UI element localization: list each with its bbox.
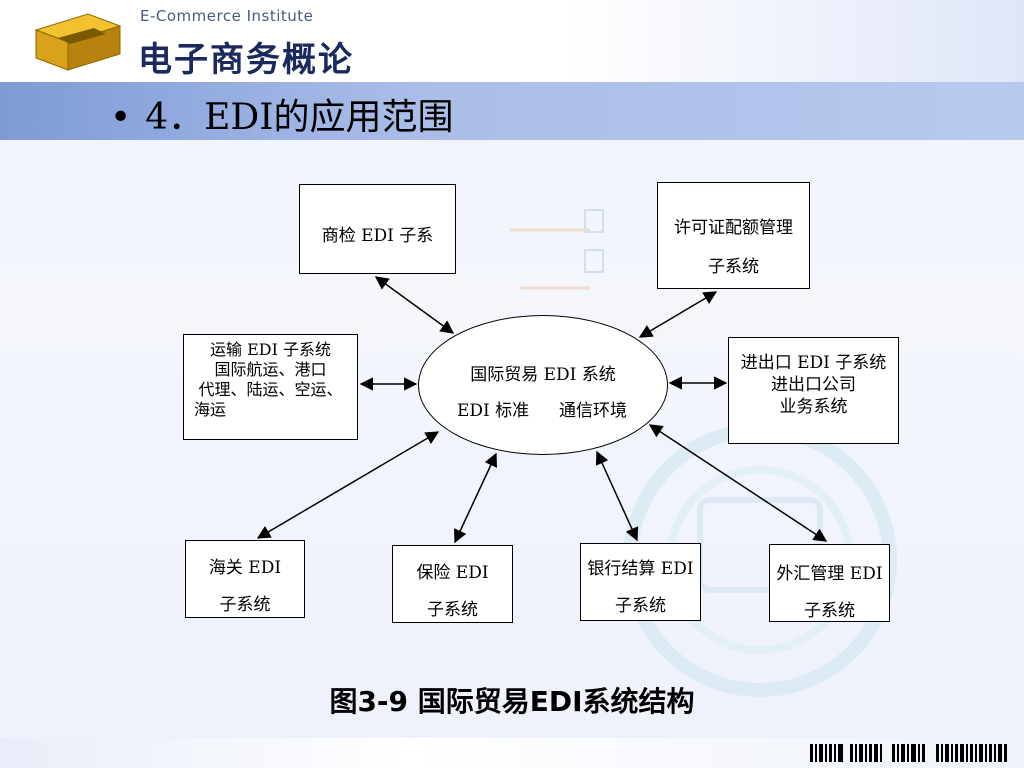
node-baoxian: 保险 EDI 子系统 <box>392 545 513 623</box>
center-node: 国际贸易 EDI 系统 EDI 标准 通信环境 <box>418 315 668 455</box>
center-standard: EDI 标准 <box>457 401 530 421</box>
course-title: 电子商务概论 <box>138 40 354 80</box>
center-network: 通信环境 <box>559 401 627 421</box>
node-shangjian: 商检 EDI 子系 <box>299 184 456 274</box>
heading-band <box>0 82 1024 140</box>
node-jinchukou: 进出口 EDI 子系统 进出口公司 业务系统 <box>728 337 899 444</box>
footer-bar <box>0 738 1024 768</box>
center-title: 国际贸易 EDI 系统 <box>470 365 616 385</box>
barcode-icon <box>810 744 1007 762</box>
node-xukezheng: 许可证配额管理 子系统 <box>657 182 810 289</box>
institute-logo-icon <box>34 13 122 71</box>
node-haiguan: 海关 EDI 子系统 <box>185 540 305 618</box>
node-yinhang: 银行结算 EDI 子系统 <box>580 543 701 621</box>
heading-text: 4．EDI的应用范围 <box>145 97 454 138</box>
slide-heading: • 4．EDI的应用范围 <box>110 88 454 140</box>
bullet-icon: • <box>110 97 132 138</box>
header-bar <box>0 0 1024 82</box>
node-yunshu: 运输 EDI 子系统 国际航运、港口 代理、陆运、空运、 海运 <box>183 334 358 440</box>
institute-name: E-Commerce Institute <box>140 7 314 25</box>
figure-caption: 图3-9 国际贸易EDI系统结构 <box>329 685 695 718</box>
node-waihui: 外汇管理 EDI 子系统 <box>769 544 890 622</box>
